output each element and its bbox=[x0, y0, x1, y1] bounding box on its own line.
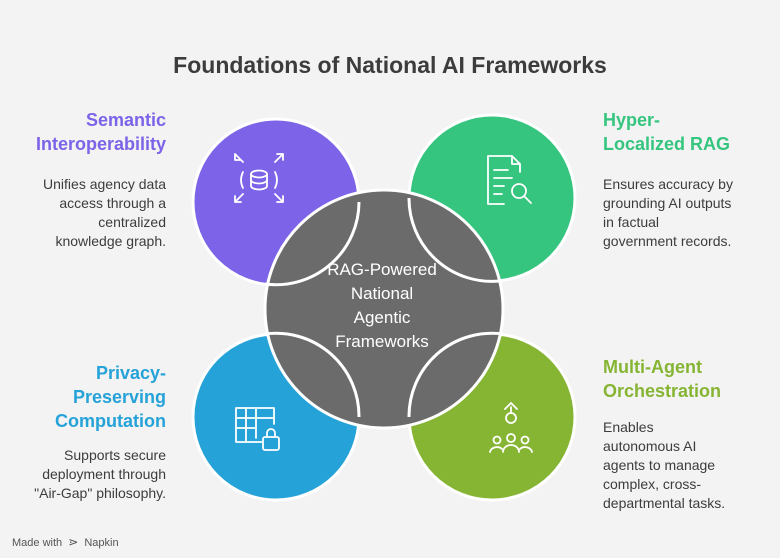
heading-privacy-preserving-computation: Privacy- Preserving Computation bbox=[55, 363, 166, 431]
circle-center bbox=[263, 188, 505, 430]
heading-semantic-interoperability: Semantic Interoperability bbox=[35, 110, 166, 154]
desc-hyper-localized-rag: Ensures accuracy by grounding AI outputs… bbox=[603, 176, 733, 249]
desc-multi-agent-orchestration: Enables autonomous AI agents to manage c… bbox=[603, 419, 726, 511]
footer-attribution: Made with ⋗ Napkin bbox=[12, 535, 119, 549]
desc-semantic-interoperability: Unifies agency data access through a cen… bbox=[43, 176, 166, 249]
page-title: Foundations of National AI Frameworks bbox=[173, 52, 607, 78]
napkin-logo-icon: ⋗ bbox=[68, 535, 79, 549]
document-search-icon bbox=[487, 155, 532, 205]
heading-multi-agent-orchestration: Multi-Agent Orchestration bbox=[603, 357, 722, 401]
agent-network-icon bbox=[489, 402, 533, 453]
database-expand-icon bbox=[234, 153, 284, 203]
center-label: RAG-Powered National Agentic Frameworks bbox=[327, 260, 437, 351]
heading-hyper-localized-rag: Hyper- Localized RAG bbox=[603, 110, 731, 154]
table-lock-icon bbox=[235, 407, 280, 451]
desc-privacy-preserving-computation: Supports secure deployment through "Air-… bbox=[34, 447, 166, 501]
